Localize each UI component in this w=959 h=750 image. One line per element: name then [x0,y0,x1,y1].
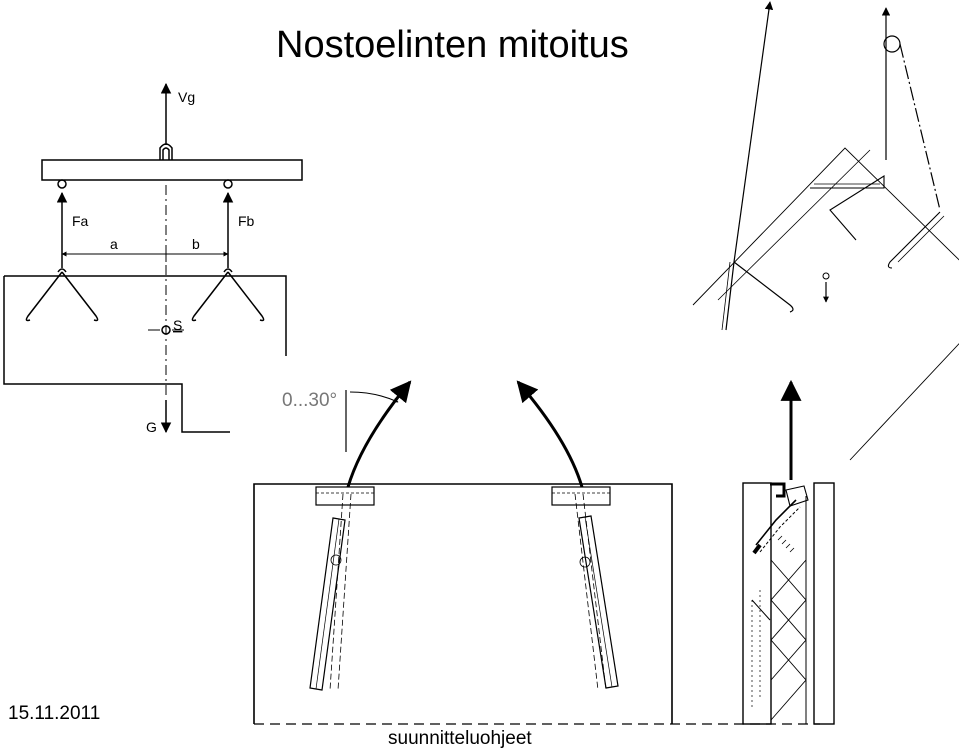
tilted-panel [692,147,959,461]
label-angle: 0...30° [282,390,337,411]
left-cable [733,1,774,263]
angle-arc [349,391,399,403]
label-vg: Vg [178,89,195,105]
panel-outline [253,483,673,724]
label-fb: Fb [238,213,255,229]
label-fa: Fa [72,213,89,229]
slide-date: 15.11.2011 [8,703,101,724]
sandwich-section [742,379,835,725]
element-outline [3,275,287,433]
panel-anchor-diagram [253,380,820,725]
label-s: S [173,317,182,333]
slide-footer: suunnitteluohjeet [388,728,532,749]
center-of-gravity [161,325,171,335]
label-g: G [146,419,157,435]
beam-hook [159,143,173,160]
slide-title: Nostoelinten mitoitus [276,24,629,66]
label-dim-a: a [110,236,118,252]
label-dim-b: b [192,236,200,252]
beam-lifting-diagram [3,82,303,434]
spreader-beam [41,159,303,181]
right-lift-arrow [516,380,584,488]
right-anchor [574,493,619,691]
tilted-lift-diagram [692,1,959,461]
left-anchor [309,493,352,691]
left-lift-arrow [346,380,412,488]
